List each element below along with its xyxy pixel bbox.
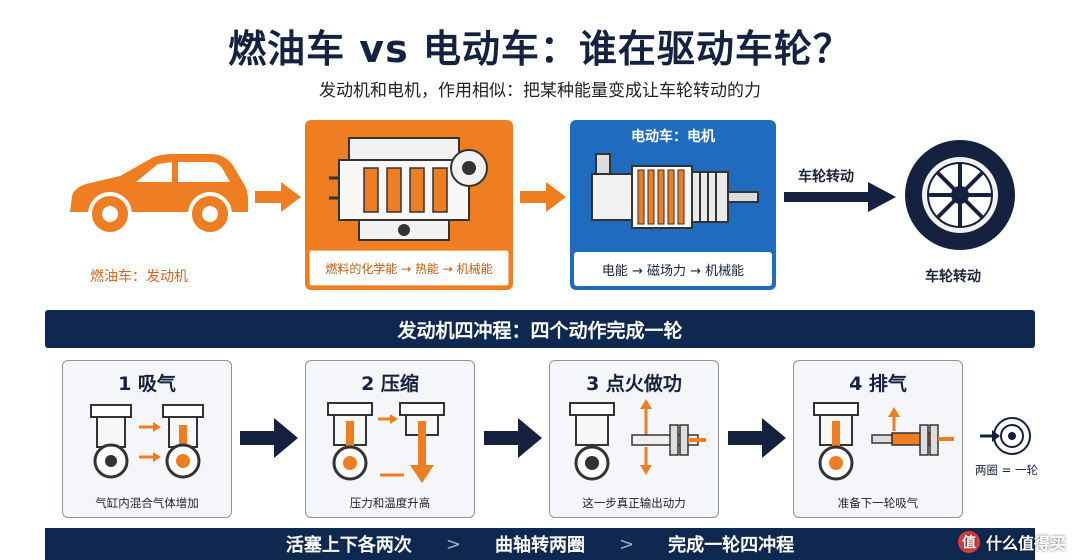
bottom-summary: 活塞上下各两次 > 曲轴转两圈 > 完成一轮四冲程 (45, 528, 1035, 560)
stroke-card-power: 3 点火做功 这一步真正输出动力 (549, 360, 719, 518)
engine-icon (329, 137, 488, 241)
arrow-right-icon (255, 182, 301, 212)
crank-cycle-icon (980, 417, 1031, 455)
wheel-label: 车轮转动 (925, 269, 981, 285)
stroke-title: 2 压缩 (361, 373, 419, 395)
stroke-title: 4 排气 (849, 373, 907, 395)
arrow-right-icon (728, 418, 786, 458)
cycle-label: 两圈 = 一轮 (975, 463, 1038, 477)
stroke-card-compression: 2 压缩 压力和温度升高 (305, 360, 475, 518)
arrow-right-icon (484, 418, 542, 458)
page-title: 燃油车 vs 电动车：谁在驱动车轮？ (228, 27, 852, 71)
summary-item: 完成一轮四冲程 (668, 535, 795, 556)
summary-item: 活塞上下各两次 (285, 535, 412, 556)
summary-separator: > (445, 533, 461, 555)
arrow-right-icon (240, 418, 298, 458)
watermark: 值 什么值得买 (957, 530, 1066, 554)
motor-caption: 电能 → 磁场力 → 机械能 (574, 252, 772, 286)
stroke-caption: 气缸内混合气体增加 (95, 496, 199, 510)
motor-heading: 电动车：电机 (631, 129, 715, 145)
stroke-title: 3 点火做功 (586, 373, 682, 395)
summary-item: 曲轴转两圈 (495, 535, 585, 556)
arrow-label: 车轮转动 (798, 169, 854, 185)
stroke-caption: 压力和温度升高 (349, 496, 431, 510)
piston-icon (569, 399, 706, 481)
four-stroke-banner: 发动机四冲程：四个动作完成一轮 (45, 310, 1035, 348)
engine-panel: 燃料的化学能 → 热能 → 机械能 (305, 120, 513, 290)
wheel-icon (905, 140, 1015, 250)
motor-panel: 电动车：电机 电能 → 磁场力 → 机械能 (570, 120, 776, 290)
watermark-text: 什么值得买 (985, 534, 1066, 553)
stroke-title: 1 吸气 (118, 373, 176, 395)
motor-icon (591, 153, 759, 229)
stroke-card-intake: 1 吸气 气缸内混合气体增加 (62, 360, 232, 518)
stroke-card-exhaust: 4 排气 准备下一轮吸气 (793, 360, 963, 518)
summary-separator: > (619, 533, 635, 555)
piston-icon (327, 402, 445, 483)
engine-caption: 燃料的化学能 → 热能 → 机械能 (309, 250, 509, 286)
stroke-caption: 准备下一轮吸气 (837, 496, 919, 510)
car-icon (70, 154, 248, 236)
page-subtitle: 发动机和电机，作用相似：把某种能量变成让车轮转动的力 (319, 81, 761, 101)
stroke-caption: 这一步真正输出动力 (582, 496, 686, 510)
piston-icon (90, 404, 204, 479)
arrow-right-icon (520, 182, 566, 212)
watermark-badge: 值 (957, 531, 980, 553)
car-label: 燃油车：发动机 (90, 269, 188, 285)
arrow-right-icon (784, 182, 896, 212)
piston-icon (813, 402, 954, 481)
